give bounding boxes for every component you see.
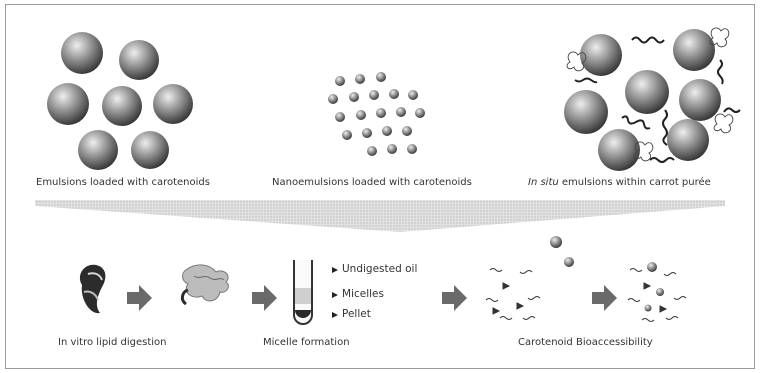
tube-label-undigested-oil: Undigested oil	[342, 263, 417, 275]
arrow-2	[252, 285, 277, 311]
micelle-cluster-2	[628, 269, 686, 322]
in-situ-emulsion-droplets	[564, 29, 721, 171]
arrow-1	[127, 285, 152, 311]
step-label-bioaccessibility: Carotenoid Bioaccessibility	[518, 337, 653, 348]
released-carotenoids	[550, 236, 657, 272]
tube-label-arrows	[332, 267, 338, 318]
caption-in-situ: In situ emulsions within carrot purée	[528, 177, 711, 188]
test-tube-icon	[294, 260, 312, 324]
emulsion-droplets	[47, 32, 193, 170]
arrow-4	[592, 285, 617, 311]
tube-label-pellet: Pellet	[342, 308, 371, 320]
nanoemulsion-droplets	[328, 72, 425, 156]
caption-nanoemulsions: Nanoemulsions loaded with carotenoids	[272, 177, 472, 188]
caption-in-situ-rest: emulsions within carrot purée	[559, 177, 711, 188]
step-label-micelle-formation: Micelle formation	[263, 337, 350, 348]
caption-in-situ-italic: In situ	[528, 177, 559, 188]
tube-label-micelles: Micelles	[342, 288, 384, 300]
caption-emulsions: Emulsions loaded with carotenoids	[36, 177, 210, 188]
micelle-cluster-1	[486, 269, 540, 320]
step-label-digestion: In vitro lipid digestion	[58, 337, 166, 348]
arrow-3	[442, 285, 467, 311]
funnel-band	[35, 200, 725, 232]
intestine-icon	[182, 265, 228, 304]
stomach-icon	[80, 265, 105, 313]
